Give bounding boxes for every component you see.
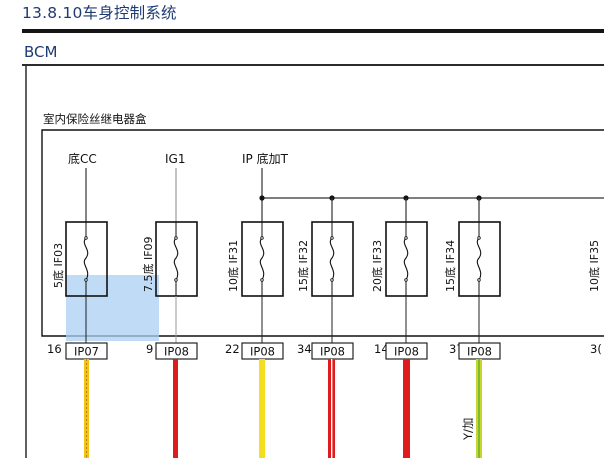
- connector-ip08: IP08: [241, 342, 284, 360]
- connector-ip07: IP07: [65, 342, 108, 360]
- svg-text:IP08: IP08: [250, 345, 275, 359]
- wire-if33: [403, 359, 410, 458]
- pin-number-36: 3(: [590, 342, 602, 356]
- section-label: BCM: [24, 43, 58, 61]
- pin-number-14: 14: [374, 342, 389, 356]
- pin-number-34: 34: [297, 342, 312, 356]
- wire-color-label: Y/加: [461, 418, 475, 441]
- fuse-if09: [155, 221, 198, 297]
- fuse-label-if32: 15底 IF32: [296, 240, 310, 292]
- connector-ip08: IP08: [458, 342, 501, 360]
- fuse-label-if09: 7.5底 IF09: [141, 236, 155, 292]
- pin-number-22: 22: [225, 342, 240, 356]
- connector-ip08: IP08: [385, 342, 428, 360]
- wire-if31: [259, 359, 265, 458]
- fuse-if31: [241, 221, 284, 297]
- pin-number-16: 16: [47, 342, 62, 356]
- fuse-if03: [65, 221, 108, 297]
- selection-highlight: [66, 275, 159, 341]
- fuse-if33: [385, 221, 428, 297]
- page-title: 13.8.10车身控制系统: [22, 4, 177, 22]
- svg-text:IP08: IP08: [320, 345, 345, 359]
- box-label: 室内保险丝继电器盒: [43, 112, 147, 126]
- wire-if34: [476, 359, 482, 458]
- svg-text:IP08: IP08: [394, 345, 419, 359]
- fuse-if32: [311, 221, 354, 297]
- svg-text:IP08: IP08: [467, 345, 492, 359]
- connector-ip08: IP08: [155, 342, 198, 360]
- connector-ip08: IP08: [311, 342, 354, 360]
- source-label-cc: 底CC: [68, 151, 97, 166]
- fuse-label-if34: 15底 IF34: [443, 240, 457, 292]
- wire-if32: [328, 359, 335, 458]
- wire-if03: [84, 359, 89, 458]
- pin-number-9: 9: [146, 342, 153, 356]
- section-rule: [22, 64, 604, 66]
- fuse-label-if35: 10底 IF35: [587, 240, 601, 292]
- source-label-ig1: IG1: [165, 152, 185, 166]
- wire-if09: [173, 359, 178, 458]
- fuse-label-if33: 20底 IF33: [370, 240, 384, 292]
- fuse-if34: [458, 221, 501, 297]
- title-rule: [22, 29, 604, 33]
- fuse-box-border: [41, 129, 604, 337]
- svg-text:IP07: IP07: [74, 345, 99, 359]
- fuse-label-if03: 5底 IF03: [51, 243, 65, 288]
- source-label-ip: IP 底加T: [242, 151, 289, 166]
- junction-dot: [259, 195, 265, 201]
- svg-text:IP08: IP08: [164, 345, 189, 359]
- fuse-label-if31: 10底 IF31: [226, 240, 240, 292]
